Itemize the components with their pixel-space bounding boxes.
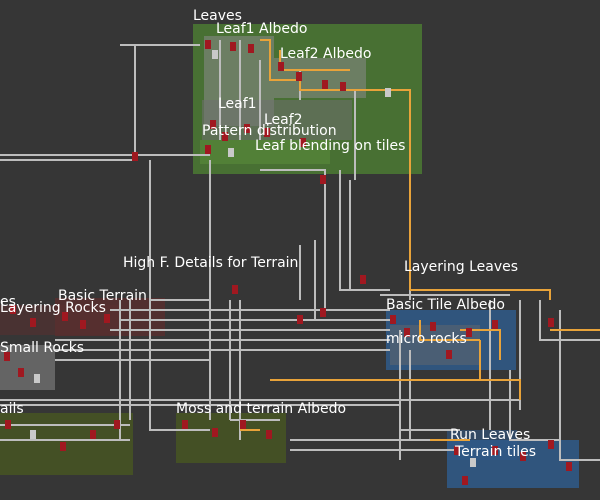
graph-node[interactable] [62,312,68,321]
label-leaf-blending: Leaf blending on tiles [255,138,405,154]
graph-node[interactable] [228,148,234,157]
graph-node[interactable] [10,305,16,314]
graph-node[interactable] [114,420,120,429]
graph-node[interactable] [212,428,218,437]
label-layering-leaves: Layering Leaves [404,259,518,275]
graph-node[interactable] [182,420,188,429]
graph-node[interactable] [34,374,40,383]
graph-node[interactable] [296,72,302,81]
graph-node[interactable] [30,430,36,439]
graph-node[interactable] [240,420,246,429]
label-leaves: Leaves [193,8,242,24]
frame-details[interactable] [0,413,133,475]
graph-node[interactable] [18,368,24,377]
graph-node[interactable] [205,40,211,49]
graph-node[interactable] [30,318,36,327]
graph-node[interactable] [454,446,460,455]
graph-node[interactable] [90,430,96,439]
graph-node[interactable] [520,452,526,461]
graph-node[interactable] [320,175,326,184]
graph-node[interactable] [462,476,468,485]
graph-node[interactable] [404,328,410,337]
label-high-f-details: High F. Details for Terrain [123,255,298,271]
graph-node[interactable] [5,420,11,429]
graph-node[interactable] [278,62,284,71]
frame-leaf2-albedo[interactable] [274,58,366,98]
graph-node[interactable] [446,350,452,359]
label-details: ails [0,401,24,417]
frame-leaf-blending[interactable] [200,140,330,164]
label-leaf1-albedo: Leaf1 Albedo [216,21,307,37]
wires [0,40,600,461]
graph-node[interactable] [104,314,110,323]
graph-node[interactable] [205,145,211,154]
graph-node[interactable] [492,446,498,455]
graph-node[interactable] [548,440,554,449]
graph-node[interactable] [297,315,303,324]
graph-node[interactable] [132,152,138,161]
graph-node[interactable] [264,128,270,137]
label-basic-terrain: Basic Terrain [58,288,147,304]
graph-node[interactable] [548,318,554,327]
label-micro-rocks: micro rocks [386,331,467,347]
graph-node[interactable] [212,50,218,59]
label-leaf2-albedo: Leaf2 Albedo [280,46,371,62]
label-es: es [0,294,16,310]
graph-node[interactable] [492,320,498,329]
graph-node[interactable] [390,315,396,324]
label-leaf2: Leaf2 [264,112,303,128]
label-leaf1: Leaf1 [218,96,257,112]
graph-node[interactable] [322,80,328,89]
graph-node[interactable] [232,285,238,294]
frame-layering-rocks[interactable] [0,305,120,335]
graph-node[interactable] [320,308,326,317]
graph-node[interactable] [466,328,472,337]
label-run-leaves: Run Leaves [450,427,530,443]
label-pattern-distribution: Pattern distribution [202,123,337,139]
graph-node[interactable] [60,442,66,451]
graph-node[interactable] [244,124,250,133]
label-small-rocks: Small Rocks [0,340,84,356]
graph-node[interactable] [430,322,436,331]
graph-node[interactable] [222,132,228,141]
label-terrain-tiles: Terrain tiles [454,444,536,460]
graph-node[interactable] [266,430,272,439]
graph-node[interactable] [470,458,476,467]
label-basic-tile-albedo: Basic Tile Albedo [386,297,505,313]
label-moss-terrain: Moss and terrain Albedo [176,401,346,417]
graph-node[interactable] [248,44,254,53]
graph-node[interactable] [360,275,366,284]
graph-node[interactable] [210,120,216,129]
label-layering-rocks: Layering Rocks [0,300,106,316]
graph-node[interactable] [566,462,572,471]
graph-node[interactable] [4,352,10,361]
graph-node[interactable] [230,42,236,51]
graph-node[interactable] [80,320,86,329]
graph-node[interactable] [300,138,306,147]
graph-node[interactable] [385,88,391,97]
graph-nodes[interactable] [4,40,572,485]
graph-node[interactable] [340,82,346,91]
